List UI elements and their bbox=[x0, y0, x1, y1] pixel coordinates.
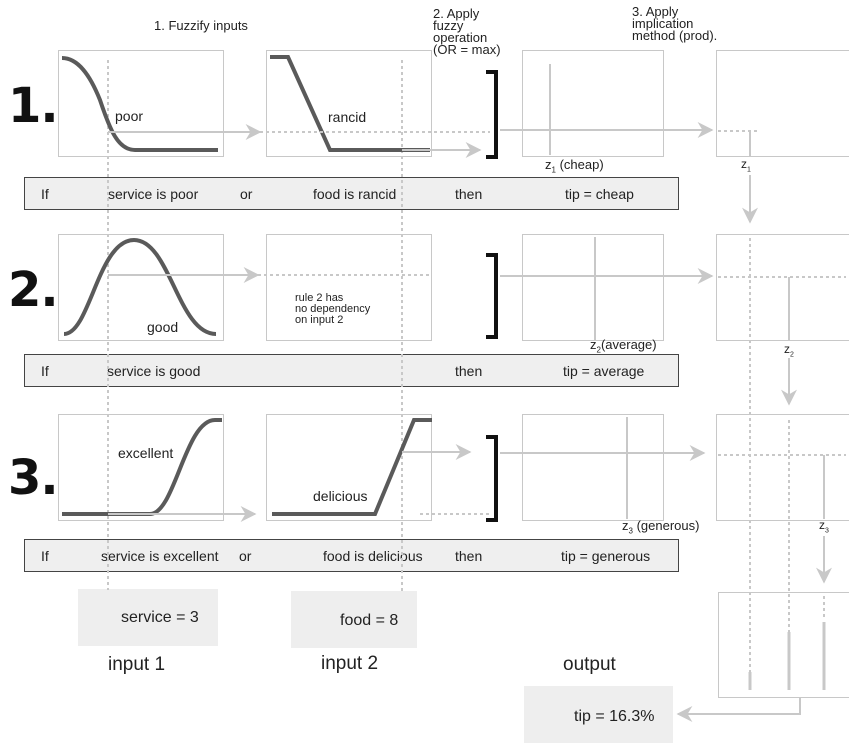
header-fuzzy-operation-line3: operation bbox=[433, 30, 488, 45]
rule3-antecedent2: food is delicious bbox=[323, 548, 423, 564]
rule3-consequent: tip = generous bbox=[561, 548, 651, 564]
z-symbol: z bbox=[590, 337, 597, 352]
header-implication-line1: 3. Apply bbox=[632, 4, 679, 19]
rule1-antecedent2: food is rancid bbox=[313, 186, 397, 202]
rule1-consequent: tip = cheap bbox=[565, 186, 634, 202]
input2-label: input 2 bbox=[321, 653, 379, 674]
rule2-antecedent1: service is good bbox=[107, 363, 201, 379]
output-label: output bbox=[563, 654, 616, 675]
consequent-name: (average) bbox=[600, 337, 657, 352]
implication-label-rule1: z1 bbox=[741, 157, 751, 173]
header-fuzzy-operation-line2: fuzzy bbox=[433, 18, 464, 33]
rule1-connector: or bbox=[240, 186, 253, 202]
output-box-rule1 bbox=[522, 50, 664, 157]
output-label-rule2: z2(average) bbox=[590, 337, 657, 355]
input2-value: food = 8 bbox=[340, 612, 399, 629]
z-symbol: z bbox=[819, 518, 825, 532]
rule2-max-bracket bbox=[486, 253, 498, 339]
rule2-no-dependency-note: rule 2 has no dependency on input 2 bbox=[295, 293, 370, 326]
header-implication-line3: method (prod). bbox=[632, 28, 718, 43]
output-label-rule3: z3 (generous) bbox=[622, 518, 699, 536]
implication-label-rule3: z3 bbox=[819, 518, 829, 534]
mf-box-rule3-input2 bbox=[266, 414, 432, 521]
header-fuzzy-operation-line1: 2. Apply bbox=[433, 6, 480, 21]
input1-label: input 1 bbox=[108, 654, 166, 675]
rule3-then: then bbox=[455, 548, 483, 564]
z-subscript: 3 bbox=[825, 527, 829, 535]
note-line-3: on input 2 bbox=[295, 314, 344, 326]
implication-box-rule1 bbox=[716, 50, 849, 157]
rule2-if: If bbox=[41, 363, 49, 379]
input1-value: service = 3 bbox=[121, 609, 199, 626]
z-symbol: z bbox=[545, 157, 552, 172]
consequent-name: (generous) bbox=[636, 518, 700, 533]
mf-label-excellent: excellent bbox=[118, 445, 174, 461]
rule-bar-3: If service is excellent or food is delic… bbox=[24, 539, 679, 572]
consequent-name: (cheap) bbox=[559, 157, 604, 172]
mf-box-rule2-input2 bbox=[266, 234, 432, 341]
implication-box-rule3 bbox=[716, 414, 849, 521]
rule1-then: then bbox=[455, 186, 483, 202]
rule-bar-1: If service is poor or food is rancid the… bbox=[24, 177, 679, 210]
output-arrow bbox=[676, 697, 801, 722]
header-implication: 3. Apply implication method (prod). bbox=[632, 4, 718, 43]
mf-label-delicious: delicious bbox=[313, 488, 368, 504]
mf-box-rule2-input1 bbox=[58, 234, 224, 341]
rule1-antecedent1: service is poor bbox=[108, 186, 199, 202]
mf-box-rule1-input2 bbox=[266, 50, 432, 157]
mf-box-rule3-input1 bbox=[58, 414, 224, 521]
input1-value-box: service = 3 bbox=[78, 589, 218, 646]
z-subscript: 2 bbox=[596, 345, 601, 355]
output-value-box: tip = 16.3% bbox=[524, 686, 673, 743]
rule3-connector: or bbox=[239, 548, 252, 564]
mf-box-rule1-input1 bbox=[58, 50, 224, 157]
rule3-antecedent1: service is excellent bbox=[101, 548, 219, 564]
rule-number-1: 1. bbox=[8, 78, 59, 134]
output-value: tip = 16.3% bbox=[574, 708, 655, 725]
rule-number-2: 2. bbox=[8, 262, 59, 318]
rule1-max-bracket bbox=[486, 70, 498, 159]
rule1-if: If bbox=[41, 186, 49, 202]
z-symbol: z bbox=[741, 157, 747, 171]
z-subscript: 3 bbox=[628, 526, 633, 536]
output-box-rule3 bbox=[522, 414, 664, 521]
note-line-2: no dependency bbox=[295, 303, 371, 315]
header-fuzzy-operation-line4: (OR = max) bbox=[433, 42, 501, 57]
input2-value-box: food = 8 bbox=[291, 591, 417, 648]
rule2-then: then bbox=[455, 363, 483, 379]
note-line-1: rule 2 has bbox=[295, 292, 344, 304]
rule2-consequent: tip = average bbox=[563, 363, 645, 379]
header-implication-line2: implication bbox=[632, 16, 694, 31]
implication-box-rule2 bbox=[716, 234, 849, 341]
z-subscript: 1 bbox=[747, 166, 751, 174]
aggregation-box bbox=[718, 592, 849, 698]
z-symbol: z bbox=[784, 342, 790, 356]
z-subscript: 2 bbox=[790, 351, 794, 359]
rule3-max-bracket bbox=[486, 435, 498, 522]
header-fuzzy-operation: 2. Apply fuzzy operation (OR = max) bbox=[433, 6, 501, 57]
rule-bar-2: If service is good then tip = average bbox=[24, 354, 679, 387]
z-symbol: z bbox=[622, 518, 629, 533]
rule-number-3: 3. bbox=[8, 450, 59, 506]
rule3-if: If bbox=[41, 548, 49, 564]
implication-label-rule2: z2 bbox=[784, 342, 794, 358]
output-box-rule2 bbox=[522, 234, 664, 341]
mf-label-good: good bbox=[147, 319, 179, 335]
output-label-rule1: z1 (cheap) bbox=[545, 157, 604, 175]
mf-label-rancid: rancid bbox=[328, 109, 367, 125]
header-fuzzify-inputs: 1. Fuzzify inputs bbox=[154, 18, 248, 33]
mf-label-poor: poor bbox=[115, 108, 144, 124]
z-subscript: 1 bbox=[551, 165, 556, 175]
